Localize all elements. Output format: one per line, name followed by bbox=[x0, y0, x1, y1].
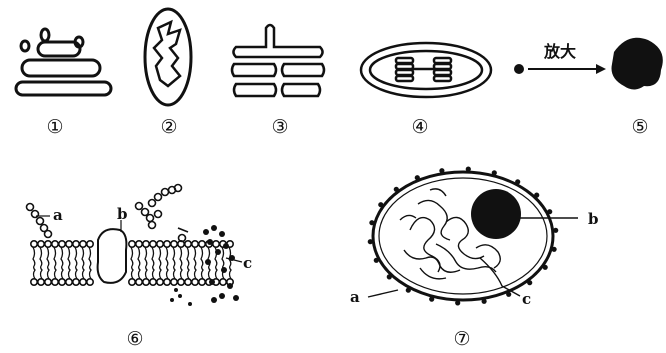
nucleus-label-a: a bbox=[350, 288, 360, 306]
figure-1-number: ① bbox=[46, 116, 63, 138]
endoplasmic-reticulum-figure bbox=[232, 25, 324, 96]
magnify-arrow-label: 放大 bbox=[543, 42, 576, 61]
phospholipid-heads-top bbox=[31, 241, 233, 247]
phospholipid-tails bbox=[33, 247, 231, 279]
mitochondrion-figure bbox=[145, 9, 191, 105]
nucleus-figure bbox=[368, 167, 578, 306]
figure-3-number: ③ bbox=[271, 116, 288, 138]
cell-membrane-figure bbox=[27, 185, 243, 307]
membrane-label-b: b bbox=[117, 205, 128, 223]
figure-7-number: ⑦ bbox=[453, 328, 470, 350]
membrane-label-a: a bbox=[53, 206, 63, 224]
membrane-label-c: c bbox=[243, 254, 252, 272]
nuclear-pores bbox=[368, 167, 559, 306]
magnified-structure-figure bbox=[514, 38, 663, 90]
nucleus-label-b: b bbox=[588, 210, 599, 228]
figure-4-number: ④ bbox=[411, 116, 428, 138]
chloroplast-figure bbox=[361, 43, 491, 97]
figure-5-number: ⑤ bbox=[631, 116, 648, 138]
figure-6-number: ⑥ bbox=[126, 328, 143, 350]
nucleus-label-c: c bbox=[522, 290, 531, 308]
figure-2-number: ② bbox=[160, 116, 177, 138]
golgi-apparatus-figure bbox=[16, 29, 111, 95]
phospholipid-heads-bottom bbox=[31, 279, 233, 285]
